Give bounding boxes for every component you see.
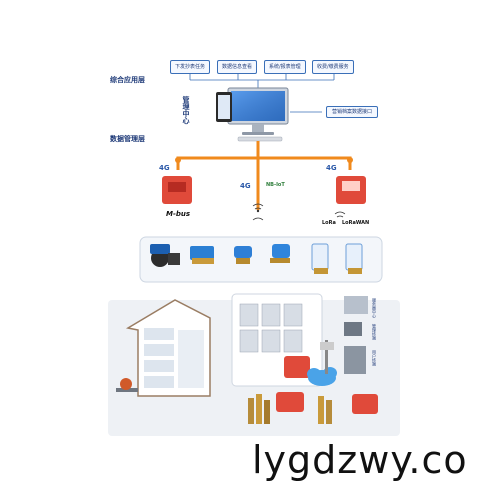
lorawan-logo: LoRaWAN xyxy=(342,220,370,226)
right-panel-item-3: 用户终端 xyxy=(372,350,377,366)
application-layer-label: 综合应用层 xyxy=(110,76,145,84)
top-connectors xyxy=(189,73,335,113)
management-center-text: 管理中心 xyxy=(182,96,190,124)
gateway-device xyxy=(284,356,310,378)
nbiot-logo: NB-IoT xyxy=(266,182,285,188)
watermark-text: lygdzwy.co xyxy=(252,438,468,482)
tablet-icon xyxy=(216,92,232,122)
concentrator-right xyxy=(336,176,366,204)
keyboard-icon xyxy=(237,136,283,142)
label-4g-right: 4G xyxy=(326,164,337,172)
label-4g-center: 4G xyxy=(240,182,251,190)
data-layer-label: 数据管理层 xyxy=(110,135,145,143)
bottom-pipes xyxy=(248,394,332,424)
concentrator-bottom-right xyxy=(352,394,378,414)
server-stack xyxy=(344,296,368,374)
label-4g-left: 4G xyxy=(159,164,170,172)
data-view-button[interactable]: 数据信息查看 xyxy=(217,60,258,74)
valve-icon xyxy=(120,378,132,390)
concentrator-left xyxy=(162,176,192,204)
billing-service-button[interactable]: 收费/缴费服务 xyxy=(312,60,354,74)
monitor-icon xyxy=(227,87,289,135)
network-nodes xyxy=(175,157,353,163)
meter-row xyxy=(150,243,363,274)
pole xyxy=(325,340,328,374)
network-lines xyxy=(176,141,352,210)
right-panel-item-2: 管理终端 xyxy=(372,324,377,340)
lora-logo: LoRa xyxy=(322,220,336,226)
system-report-button[interactable]: 系统/报表管理 xyxy=(264,60,306,74)
pole-device xyxy=(320,342,334,350)
device-units xyxy=(239,303,303,353)
right-panel-item-1: 服务器中心 xyxy=(372,298,377,318)
wireless-icons xyxy=(252,203,346,221)
mbus-logo: M-bus xyxy=(166,210,191,218)
management-center-label: 管理中心 xyxy=(182,96,190,126)
marketing-interface-button[interactable]: 营销档案数据接口 xyxy=(326,106,379,118)
concentrator-bottom-left xyxy=(276,392,304,412)
building-icon xyxy=(125,299,211,397)
